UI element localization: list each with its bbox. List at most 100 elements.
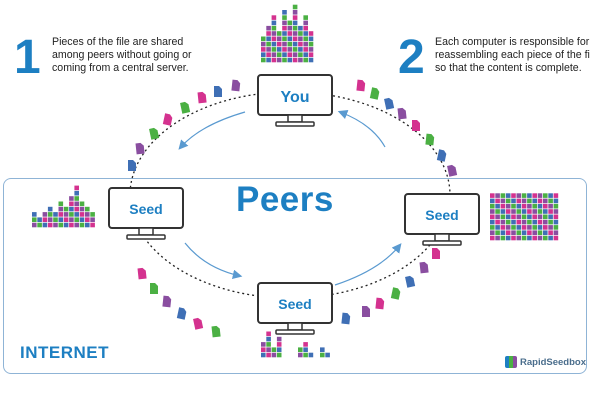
file-block [308, 36, 314, 42]
file-block [553, 203, 559, 209]
file-block [282, 36, 287, 42]
file-block [58, 206, 64, 212]
node-label-seed-bottom: Seed [278, 296, 311, 312]
file-block [261, 52, 266, 57]
step-2-line: so that the content is complete. [435, 62, 582, 74]
file-block [527, 203, 532, 209]
file-block [298, 41, 303, 47]
file-block [505, 198, 511, 204]
file-block [553, 235, 559, 241]
file-block [532, 209, 537, 214]
brand-mark-icon [505, 356, 517, 368]
file-block [495, 214, 500, 220]
file-block [548, 203, 553, 209]
file-block [303, 342, 308, 347]
file-block [537, 193, 543, 198]
file-block [516, 214, 522, 220]
file-block [69, 196, 74, 201]
file-block [276, 57, 282, 63]
file-block [69, 217, 74, 222]
file-block [537, 219, 543, 225]
file-block [553, 214, 559, 220]
file-block [490, 209, 495, 214]
file-block [287, 57, 293, 63]
file-block [37, 222, 42, 228]
file-block [266, 342, 271, 347]
node-label-you: You [280, 89, 309, 106]
file-block [500, 235, 506, 241]
file-block [292, 41, 298, 47]
file-block [79, 217, 85, 222]
file-block [320, 352, 325, 358]
file-block [298, 347, 303, 352]
file-block [537, 198, 543, 204]
file-block [74, 222, 79, 228]
file-block [303, 52, 308, 57]
file-block [282, 15, 287, 20]
file-block [537, 214, 543, 220]
file-block [490, 230, 495, 235]
file-block [303, 352, 308, 358]
file-block [500, 214, 506, 220]
file-block [548, 198, 553, 204]
file-block [276, 31, 282, 36]
file-block [500, 225, 506, 230]
file-block [505, 209, 511, 214]
brand-logo: RapidSeedbox [505, 356, 586, 368]
file-block [282, 31, 287, 36]
file-block [548, 214, 553, 220]
file-block [42, 212, 48, 217]
file-block [287, 47, 293, 52]
file-piece-icon [397, 107, 407, 120]
file-piece-icon [176, 307, 187, 320]
file-block [553, 230, 559, 235]
file-block [527, 193, 532, 198]
file-block [85, 222, 90, 228]
file-block [505, 203, 511, 209]
file-block [42, 217, 48, 222]
file-piece-icon [384, 97, 395, 110]
file-block [90, 217, 95, 222]
file-block [266, 47, 271, 52]
file-block [79, 222, 85, 228]
file-block [527, 214, 532, 220]
file-block [495, 203, 500, 209]
file-block [543, 230, 548, 235]
file-block [266, 331, 271, 337]
file-block [500, 230, 506, 235]
flow-arrow [178, 111, 246, 150]
file-block [74, 206, 79, 212]
file-block [266, 41, 271, 47]
file-block [511, 219, 516, 225]
file-block [298, 36, 303, 42]
file-block [53, 222, 58, 228]
file-piece-icon [447, 164, 458, 177]
file-block [90, 212, 95, 217]
file-block [266, 57, 271, 63]
file-block [490, 203, 495, 209]
file-block [292, 20, 298, 26]
file-block [303, 47, 308, 52]
file-block [511, 214, 516, 220]
computer-you: You [257, 74, 333, 127]
file-block [543, 193, 548, 198]
file-block [276, 52, 282, 57]
file-block [516, 235, 522, 241]
file-block [308, 31, 314, 36]
internet-region [3, 178, 587, 374]
file-block [490, 225, 495, 230]
file-block [282, 57, 287, 63]
file-block [266, 347, 271, 352]
file-block [282, 20, 287, 26]
file-block [74, 190, 79, 196]
node-label-seed-right: Seed [425, 207, 458, 223]
file-block [287, 36, 293, 42]
file-block [495, 219, 500, 225]
file-block [271, 41, 277, 47]
file-block [490, 214, 495, 220]
file-block [521, 219, 527, 225]
file-block [527, 209, 532, 214]
step-1-text: Pieces of the file are shared among peer… [52, 36, 192, 75]
file-block [287, 41, 293, 47]
